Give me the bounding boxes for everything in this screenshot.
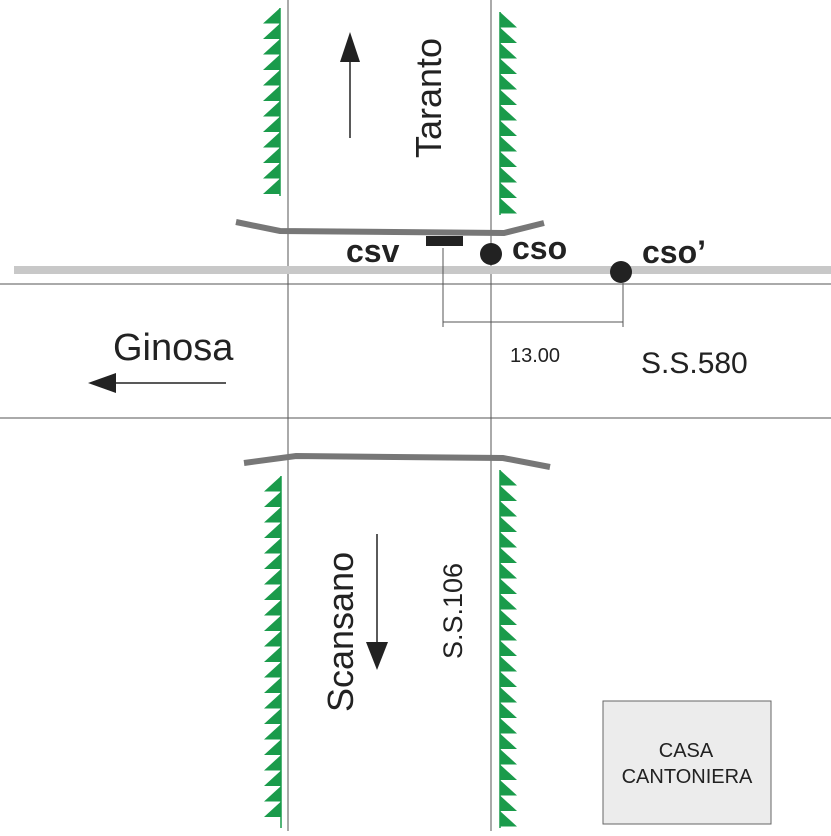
vegetation-tooth <box>500 120 517 136</box>
vegetation-tooth <box>264 538 281 554</box>
ss580-label: S.S.580 <box>641 347 748 380</box>
vegetation-top-left <box>263 8 281 196</box>
vegetation-tooth <box>500 578 517 594</box>
scansano-label: Scansano <box>320 552 361 712</box>
cso-label: cso <box>512 230 567 266</box>
arrow-down-icon <box>366 534 388 670</box>
vegetation-tooth <box>500 811 517 827</box>
vegetation-tooth <box>263 147 280 163</box>
vegetation-tooth <box>500 671 517 687</box>
vegetation-tooth <box>500 733 517 749</box>
vegetation-tooth <box>500 516 517 532</box>
vegetation-tooth <box>500 795 517 811</box>
arrow-left-icon <box>88 373 226 393</box>
vegetation-tooth <box>500 485 517 501</box>
vegetation-tooth <box>264 507 281 523</box>
vegetation-tooth <box>263 54 280 70</box>
vegetation-tooth <box>263 101 280 117</box>
cso-prime-label: cso’ <box>642 234 706 270</box>
vegetation-tooth <box>500 74 517 90</box>
vegetation-tooth <box>500 136 517 152</box>
vegetation-tooth <box>500 563 517 579</box>
vegetation-tooth <box>500 656 517 672</box>
casa-label-line1: CASA <box>659 740 714 762</box>
vegetation-tooth <box>264 615 281 631</box>
vegetation-bottom-left <box>264 476 282 828</box>
vegetation-tooth <box>264 801 281 817</box>
taranto-label: Taranto <box>408 38 449 158</box>
ss106-label: S.S.106 <box>438 563 468 659</box>
casa-label-line2: CANTONIERA <box>622 766 753 788</box>
casa-cantoniera-building <box>602 700 772 825</box>
vegetation-tooth <box>500 702 517 718</box>
vegetation-tooth <box>264 631 281 647</box>
vegetation-tooth <box>500 625 517 641</box>
vegetation-tooth <box>263 23 280 39</box>
vegetation-tooth <box>264 491 281 507</box>
vegetation-tooth <box>264 786 281 802</box>
vegetation-tooth <box>500 105 517 121</box>
ginosa-label: Ginosa <box>113 327 234 369</box>
vegetation-tooth <box>264 600 281 616</box>
vegetation-tooth <box>500 501 517 517</box>
vegetation-tooth <box>264 693 281 709</box>
vegetation-tooth <box>263 163 280 179</box>
vegetation-tooth <box>264 584 281 600</box>
vegetation-tooth <box>264 677 281 693</box>
vegetation-tooth <box>264 553 281 569</box>
vegetation-tooth <box>500 151 517 167</box>
vegetation-tooth <box>264 770 281 786</box>
vegetation-tooth <box>264 755 281 771</box>
vegetation-top-right <box>499 12 517 215</box>
vegetation-tooth <box>500 27 517 43</box>
vegetation-tooth <box>264 569 281 585</box>
vegetation-tooth <box>263 116 280 132</box>
vegetation-tooth <box>500 89 517 105</box>
distance-label: 13.00 <box>510 345 560 367</box>
vegetation-tooth <box>263 178 280 194</box>
vegetation-tooth <box>500 594 517 610</box>
vegetation-tooth <box>264 724 281 740</box>
vegetation-tooth <box>500 640 517 656</box>
vegetation-tooth <box>264 476 281 492</box>
vegetation-tooth <box>264 646 281 662</box>
vegetation-tooth <box>500 718 517 734</box>
vegetation-tooth <box>264 522 281 538</box>
csv-marker <box>426 236 463 246</box>
vegetation-tooth <box>500 198 517 214</box>
vegetation-tooth <box>263 132 280 148</box>
vegetation-tooth <box>264 708 281 724</box>
cso-marker <box>480 243 502 265</box>
vegetation-tooth <box>500 58 517 74</box>
vegetation-tooth <box>500 780 517 796</box>
vegetation-tooth <box>500 470 517 486</box>
vegetation-bottom-right <box>499 470 517 828</box>
vegetation-tooth <box>264 739 281 755</box>
vegetation-tooth <box>263 39 280 55</box>
vegetation-tooth <box>264 662 281 678</box>
vegetation-tooth <box>263 70 280 86</box>
csv-label: csv <box>346 233 400 269</box>
vegetation-tooth <box>500 182 517 198</box>
vegetation-tooth <box>500 167 517 183</box>
vegetation-tooth <box>500 764 517 780</box>
dimension-line <box>442 248 624 327</box>
vegetation-tooth <box>263 85 280 101</box>
arrow-up-icon <box>340 32 360 138</box>
cso-prime-marker <box>610 261 632 283</box>
vegetation-tooth <box>500 12 517 28</box>
vegetation-tooth <box>263 8 280 24</box>
bottom-barrier <box>243 452 551 470</box>
vegetation-tooth <box>500 609 517 625</box>
vegetation-tooth <box>500 749 517 765</box>
vegetation-tooth <box>500 547 517 563</box>
top-barrier <box>235 219 545 237</box>
vegetation-tooth <box>500 532 517 548</box>
vegetation-tooth <box>500 43 517 59</box>
vegetation-tooth <box>500 687 517 703</box>
